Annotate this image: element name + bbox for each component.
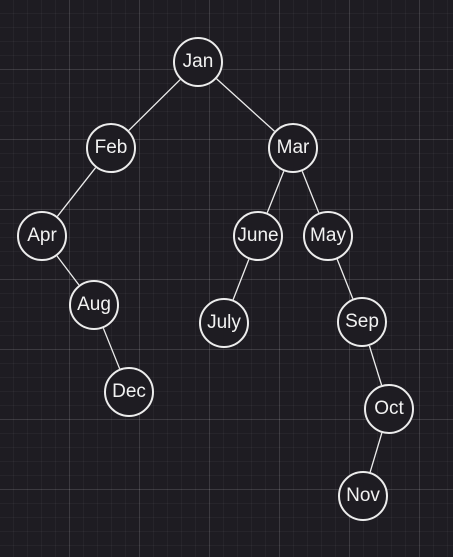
- node-apr: Apr: [17, 211, 67, 261]
- edge-apr-aug: [56, 255, 80, 286]
- edge-june-july: [232, 259, 250, 300]
- edge-mar-may: [301, 170, 320, 214]
- node-label: Aug: [77, 294, 111, 315]
- node-label: Sep: [345, 311, 379, 332]
- node-nov: Nov: [338, 471, 388, 521]
- node-june: June: [233, 211, 283, 261]
- edge-sep-oct: [368, 345, 383, 386]
- node-label: May: [310, 225, 346, 246]
- node-july: July: [199, 298, 249, 348]
- edge-jan-mar: [216, 78, 275, 132]
- node-feb: Feb: [86, 123, 136, 173]
- node-oct: Oct: [364, 384, 414, 434]
- node-label: Jan: [182, 51, 214, 72]
- node-label: Oct: [374, 398, 404, 419]
- node-label: June: [237, 225, 279, 246]
- edge-aug-dec: [102, 327, 121, 370]
- edge-may-sep: [336, 259, 354, 299]
- node-label: Feb: [94, 137, 128, 158]
- edge-feb-apr: [56, 167, 97, 217]
- node-may: May: [303, 211, 353, 261]
- node-dec: Dec: [104, 367, 154, 417]
- edge-mar-june: [266, 170, 285, 214]
- node-label: Dec: [112, 381, 146, 402]
- node-label: Mar: [276, 137, 310, 158]
- node-label: Apr: [27, 225, 57, 246]
- edge-jan-feb: [128, 79, 181, 131]
- node-label: Nov: [346, 485, 380, 506]
- node-label: July: [207, 312, 241, 333]
- edge-oct-nov: [369, 432, 383, 473]
- node-mar: Mar: [268, 123, 318, 173]
- node-jan: Jan: [173, 37, 223, 87]
- node-aug: Aug: [69, 280, 119, 330]
- node-sep: Sep: [337, 297, 387, 347]
